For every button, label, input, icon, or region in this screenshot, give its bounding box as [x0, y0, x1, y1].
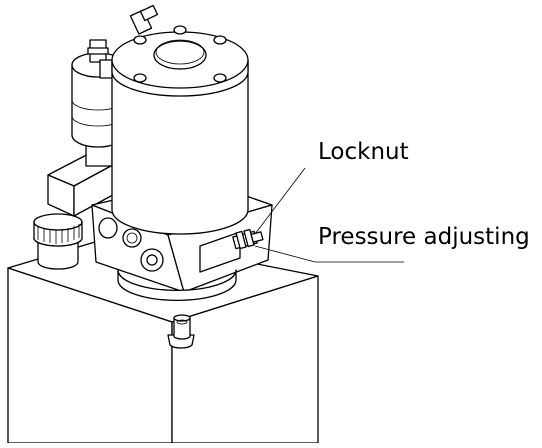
oil-tank	[7, 235, 319, 444]
pressure-adjusting-leader	[254, 245, 404, 263]
electric-motor	[111, 25, 249, 235]
filler-cap	[33, 213, 83, 270]
filter-housing	[71, 39, 125, 148]
locknut-leader	[254, 167, 306, 235]
tank-fitting	[167, 314, 195, 349]
pressure-adjusting-label: Pressure adjusting	[318, 224, 530, 250]
pressure-adjusting-screw	[232, 228, 264, 250]
elbow-fitting	[129, 4, 159, 35]
leader-lines	[254, 167, 404, 263]
locknut-label: Locknut	[318, 139, 409, 165]
solenoid-valve	[47, 129, 123, 217]
